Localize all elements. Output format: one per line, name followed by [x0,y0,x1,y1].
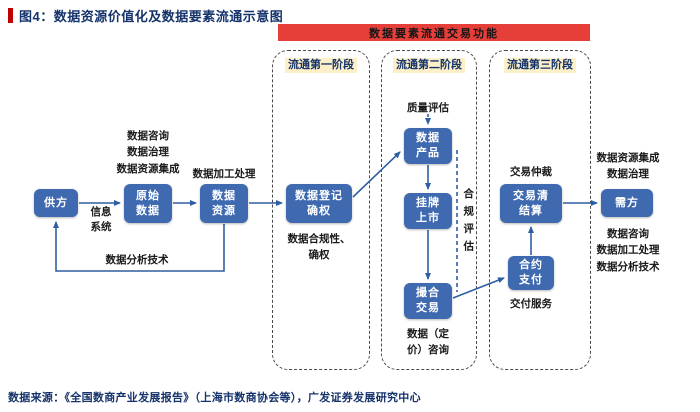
stage-1-label: 流通第一阶段 [285,58,357,74]
label-supplier-services: 数据咨询 数据治理 数据资源集成 [116,130,180,175]
label-demander-services-bottom: 数据咨询 数据加工处理 数据分析技术 [596,228,660,273]
stage-2-container: 流通第二阶段 [381,50,477,370]
stage-3-container: 流通第三阶段 [489,50,591,370]
label-data-analysis: 数据分析技术 [105,254,169,266]
label-compliance-assessment: 合规评估 [462,188,475,258]
label-info-system: 信息 系统 [90,206,112,233]
node-data-resource: 数据 资源 [200,184,248,223]
label-compliance-confirmation: 数据合规性、 确权 [287,233,351,262]
stage-2-label: 流通第二阶段 [393,58,465,74]
label-demander-services-top: 数据资源集成 数据治理 [596,152,660,181]
node-demander: 需方 [601,189,653,217]
label-pricing-consulting: 数据（定 价）咨询 [407,328,449,357]
node-registration: 数据登记 确权 [286,184,352,223]
figure-title: 图4：数据资源价值化及数据要素流通示意图 [19,9,284,24]
stage-3-label: 流通第三阶段 [504,58,576,74]
label-quality-assessment: 质量评估 [407,102,449,114]
label-data-processing: 数据加工处理 [192,168,256,180]
node-listing: 挂牌 上市 [404,193,452,229]
label-trade-arbitration: 交易仲裁 [510,166,552,178]
stage-1-container: 流通第一阶段 [272,50,370,370]
node-raw-data: 原始 数据 [124,184,172,223]
node-supplier: 供方 [34,189,78,217]
banner-trading-functions: 数据要素流通交易功能 [278,24,590,41]
title-marker-icon [8,8,13,23]
node-settlement: 交易清 结算 [500,184,562,223]
figure-title-row: 图4：数据资源价值化及数据要素流通示意图 [8,6,283,25]
data-source-note: 数据来源：《全国数商产业发展报告》（上海市数商协会等），广发证券发展研究中心 [8,392,421,404]
node-matching-trade: 撮合 交易 [404,283,452,319]
node-contract-payment: 合约 支付 [508,256,554,290]
label-delivery-service: 交付服务 [510,298,552,310]
node-data-product: 数据 产品 [404,128,452,164]
